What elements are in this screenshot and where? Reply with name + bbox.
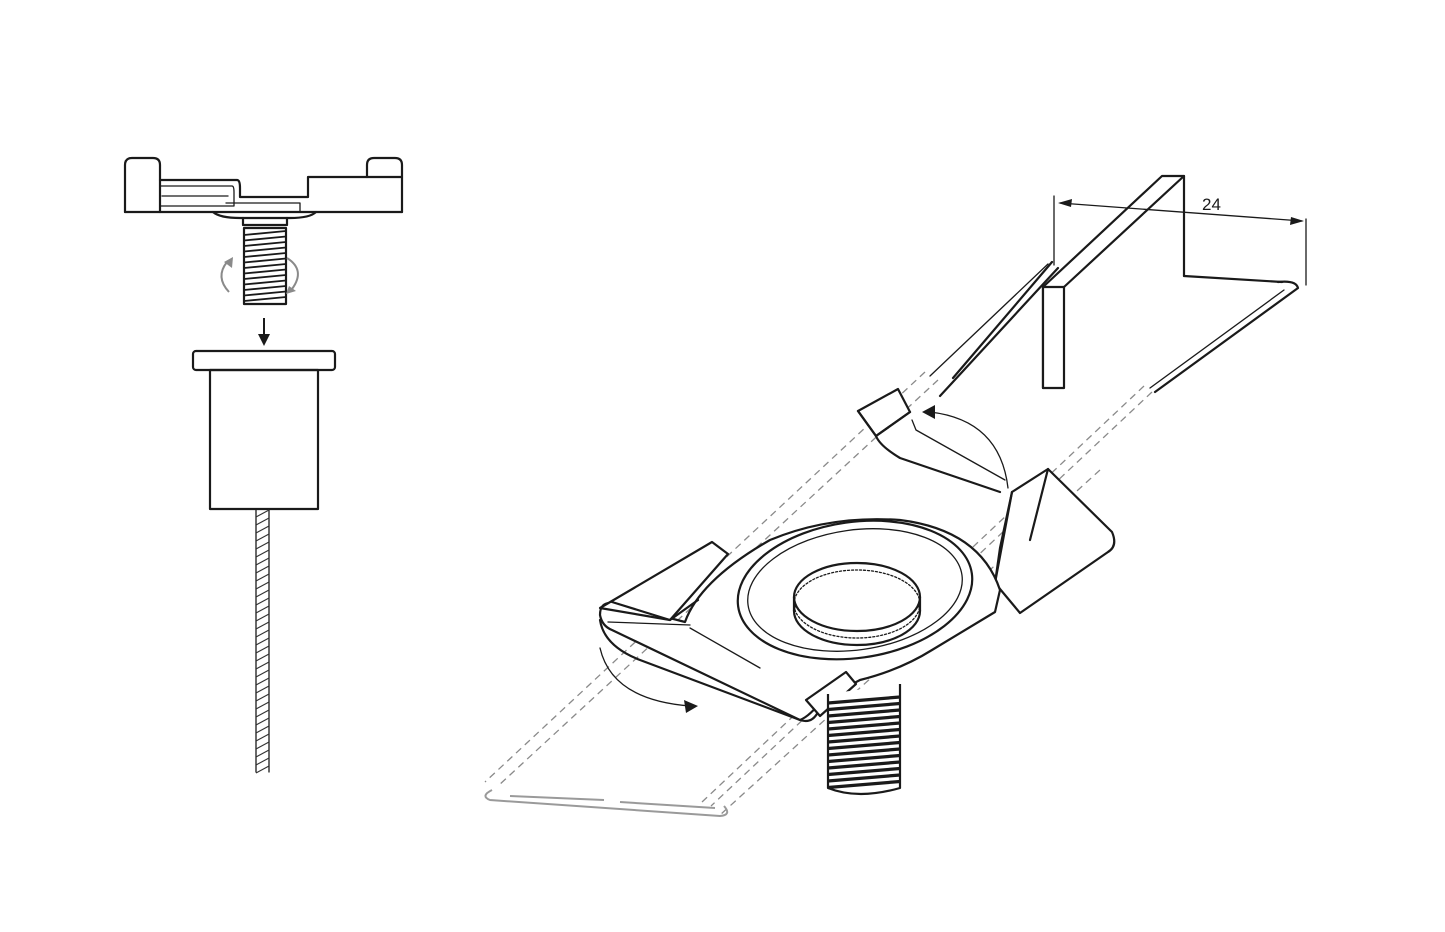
- thread-line: [243, 268, 287, 275]
- thread-line: [255, 653, 270, 662]
- thread-line: [255, 733, 270, 742]
- thread-line: [255, 541, 270, 550]
- thread-line: [243, 285, 287, 291]
- dimension-label: 24: [1202, 195, 1221, 214]
- thread-line: [255, 517, 270, 526]
- thread-line: [255, 645, 270, 654]
- thread-line: [827, 695, 901, 705]
- thread-line: [827, 721, 901, 731]
- thread-line: [243, 290, 287, 297]
- thread-line: [827, 714, 901, 725]
- thread-line: [243, 252, 287, 258]
- thread-line: [255, 661, 270, 670]
- thread-line: [827, 779, 901, 790]
- thread-line: [243, 235, 287, 242]
- thread-line: [255, 605, 270, 614]
- thread-line: [255, 597, 270, 606]
- thread-line: [255, 685, 270, 694]
- thread-line: [243, 296, 287, 302]
- clip-side-view: [123, 156, 404, 220]
- thread-line: [255, 741, 270, 750]
- thread-line: [243, 279, 287, 286]
- thread-line: [827, 753, 901, 764]
- thread-line: [827, 766, 901, 777]
- thread-line: [243, 230, 287, 236]
- thread-line: [243, 257, 287, 264]
- thread-line: [255, 717, 270, 726]
- thread-line: [827, 760, 901, 770]
- thread-line: [255, 549, 270, 558]
- thread-line: [255, 573, 270, 582]
- thread-line: [243, 246, 287, 253]
- thread-line: [255, 677, 270, 686]
- thread-line: [827, 747, 901, 757]
- thread-line: [255, 613, 270, 622]
- thread-line: [255, 669, 270, 678]
- suspension-wire: [255, 508, 270, 774]
- thread-line: [255, 525, 270, 534]
- thread-line: [255, 565, 270, 574]
- thread-line: [255, 749, 270, 758]
- thread-line: [255, 725, 270, 734]
- thread-line: [255, 757, 270, 766]
- thread-line: [243, 263, 287, 269]
- thread-line: [255, 621, 270, 630]
- thread-line: [255, 581, 270, 590]
- thread-line: [255, 709, 270, 718]
- dimension-line: 24: [1058, 195, 1304, 225]
- threaded-stud-side: [241, 216, 289, 306]
- thread-line: [255, 637, 270, 646]
- insert-arrow-icon: [258, 318, 270, 346]
- thread-line: [255, 589, 270, 598]
- thread-line: [827, 734, 901, 744]
- thread-line: [255, 557, 270, 566]
- thread-line: [827, 708, 901, 718]
- thread-line: [827, 740, 901, 751]
- thread-line: [255, 629, 270, 638]
- thread-line: [255, 509, 270, 518]
- thread-line: [255, 533, 270, 542]
- threaded-stud: [826, 684, 902, 796]
- thread-line: [827, 701, 901, 712]
- thread-line: [255, 693, 270, 702]
- thread-line: [255, 765, 270, 774]
- thread-line: [255, 701, 270, 710]
- thread-line: [827, 773, 901, 783]
- thread-line: [243, 241, 287, 247]
- rotation-arrow-icon: [220, 257, 299, 294]
- ceiling-hanger: [191, 349, 337, 511]
- thread-line: [243, 274, 287, 280]
- thread-line: [827, 727, 901, 738]
- spring-clip: [598, 387, 1116, 723]
- clip-rotation-arrows: [599, 405, 1009, 713]
